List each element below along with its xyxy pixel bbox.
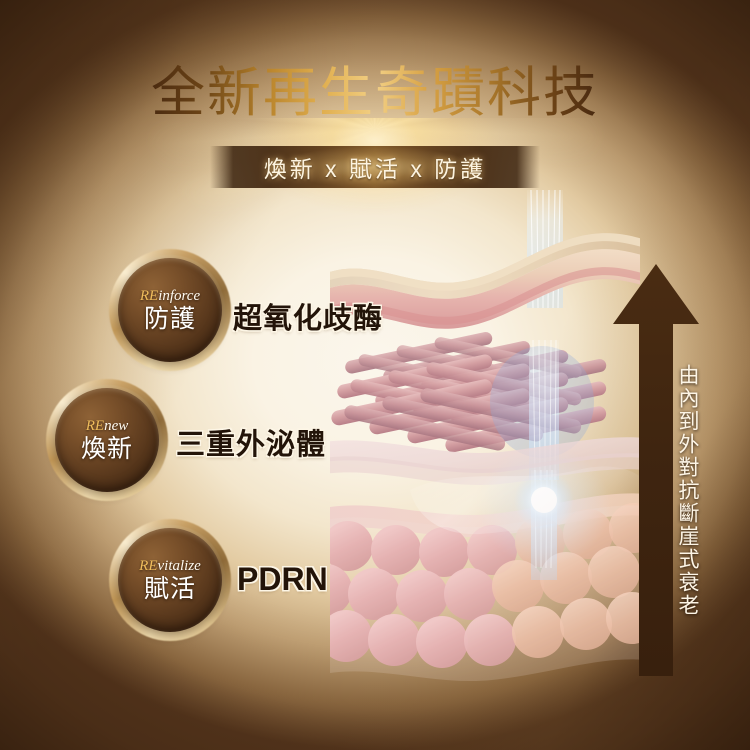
badge-revitalize: REvitalize 賦活 <box>109 519 231 641</box>
subtitle-banner: 煥新 x 賦活 x 防護 <box>210 146 540 188</box>
badge-english-label: REinforce <box>139 287 201 304</box>
ingredient-label-pdrn: PDRN <box>237 561 328 597</box>
upward-arrow: 由內到外對抗斷崖式衰老 <box>611 262 701 678</box>
ingredient-label-sod: 超氧化歧酶 <box>233 303 384 335</box>
page-title: 全新再生奇蹟科技 <box>151 62 599 126</box>
collagen-rod-lattice <box>331 332 607 458</box>
badge-en-suffix: inforce <box>158 287 201 304</box>
badge-en-suffix: new <box>104 417 129 434</box>
headline-block: 全新再生奇蹟科技 <box>0 62 750 126</box>
badge-chinese-label: 賦活 <box>143 574 196 603</box>
badge-english-label: REvitalize <box>139 557 201 574</box>
badge-chinese-label: 煥新 <box>80 434 133 463</box>
badge-re-prefix: RE <box>85 417 105 434</box>
badge-reinforce: REinforce 防護 <box>109 249 231 371</box>
badge-disc: REnew 煥新 <box>55 388 159 492</box>
badge-re-prefix: RE <box>139 557 158 574</box>
skin-cross-section-illustration <box>330 190 640 690</box>
subtitle-text: 煥新 x 賦活 x 防護 <box>263 156 487 182</box>
badge-disc: REvitalize 賦活 <box>118 528 222 632</box>
badge-re-prefix: RE <box>139 287 159 304</box>
ingredient-label-exosome: 三重外泌體 <box>176 429 327 461</box>
badge-en-suffix: vitalize <box>157 557 201 574</box>
badge-english-label: REnew <box>85 417 129 434</box>
badge-disc: REinforce 防護 <box>118 258 222 362</box>
badge-renew: REnew 煥新 <box>46 379 168 501</box>
badge-chinese-label: 防護 <box>143 304 196 333</box>
